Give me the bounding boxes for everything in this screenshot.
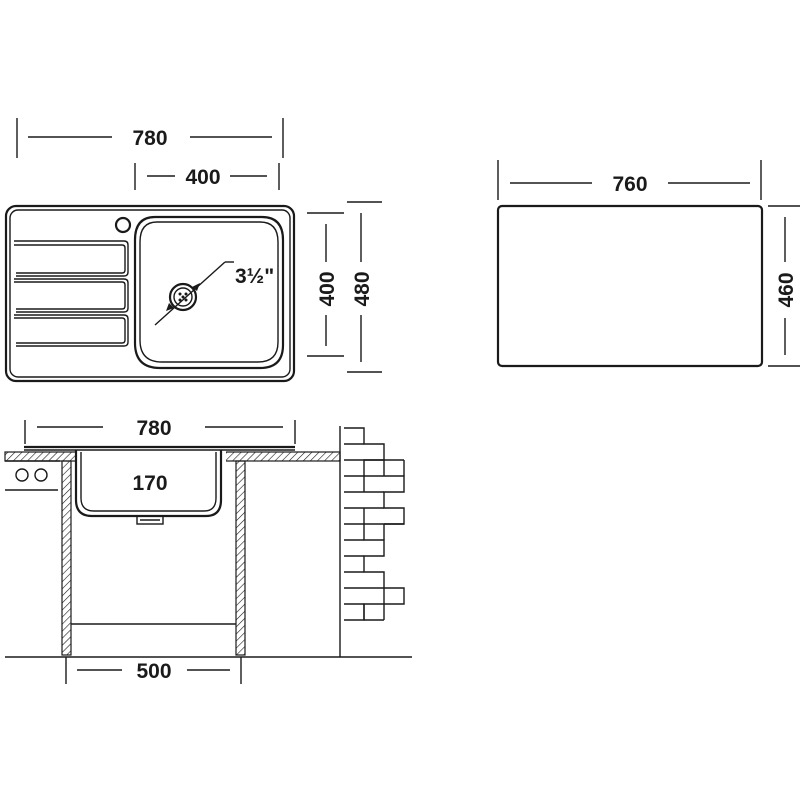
bowl-outline bbox=[133, 215, 285, 370]
dim-label-170: 170 bbox=[132, 472, 167, 495]
dim-label-460: 460 bbox=[775, 272, 798, 307]
dim-bowl-depth: 400 bbox=[307, 212, 344, 357]
bowl-inner bbox=[139, 221, 279, 363]
dim-label-780-top: 780 bbox=[132, 127, 167, 150]
cutout-view: 760 460 bbox=[496, 160, 800, 368]
section-view: 780 170 bbox=[4, 417, 412, 684]
drain-size-label: 3½" bbox=[235, 265, 274, 288]
dim-cutout-width: 760 bbox=[497, 160, 762, 200]
cutout-rectangle bbox=[496, 204, 764, 368]
drainboard-grooves bbox=[14, 240, 129, 347]
dim-cabinet-width: 500 bbox=[65, 657, 242, 684]
top-view: 780 400 bbox=[4, 118, 382, 383]
dim-bowl-width: 400 bbox=[134, 163, 280, 190]
dim-overall-depth: 480 bbox=[347, 201, 382, 373]
brick-wall bbox=[339, 426, 405, 657]
adjacent-appliance bbox=[5, 468, 58, 491]
cabinet-right-wall bbox=[235, 460, 246, 656]
dim-cutout-depth: 460 bbox=[768, 205, 800, 367]
dim-overall-width: 780 bbox=[16, 118, 284, 158]
sink-inner-rim bbox=[9, 209, 291, 378]
faucet-hole bbox=[114, 216, 132, 234]
dim-label-780-section: 780 bbox=[136, 417, 171, 440]
dim-label-760: 760 bbox=[612, 173, 647, 196]
dim-label-400-width: 400 bbox=[185, 166, 220, 189]
dim-label-400-depth: 400 bbox=[316, 271, 339, 306]
drain-fitting bbox=[136, 515, 164, 525]
drain bbox=[154, 261, 234, 326]
sink-outline bbox=[4, 204, 296, 383]
dim-label-500: 500 bbox=[136, 660, 171, 683]
dim-section-width: 780 bbox=[24, 417, 296, 444]
cabinet-left-wall bbox=[61, 460, 72, 656]
dim-label-480: 480 bbox=[351, 271, 374, 306]
